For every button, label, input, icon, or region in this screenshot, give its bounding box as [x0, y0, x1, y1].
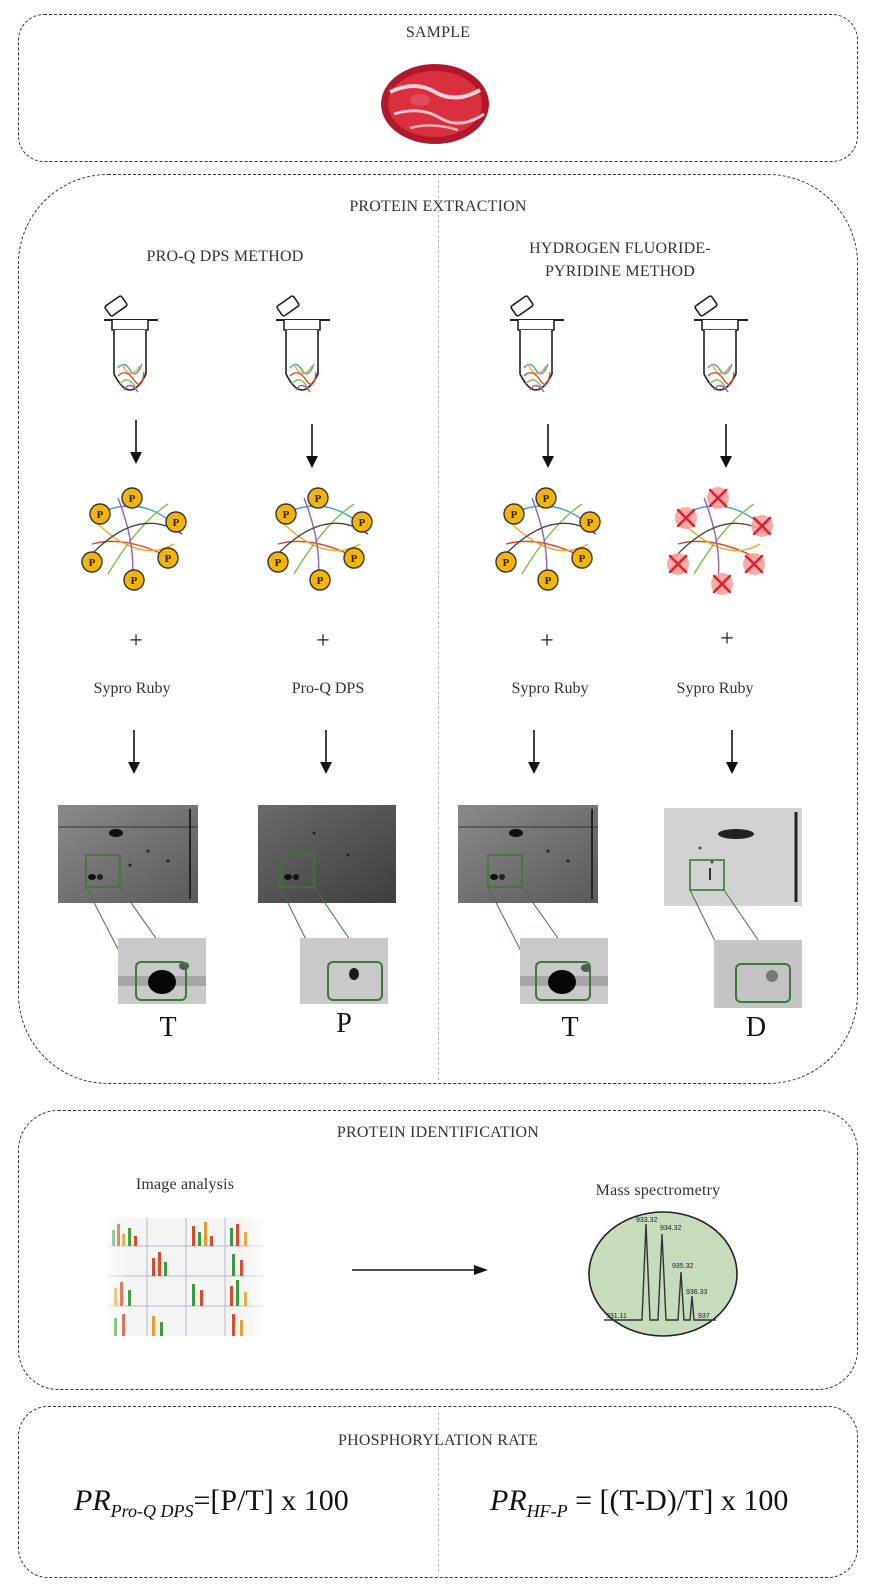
arrow-down-icon	[726, 730, 738, 774]
meat-steak-photo	[381, 64, 489, 144]
formula-pr: PR	[490, 1484, 527, 1517]
formula-pr: PR	[74, 1484, 111, 1517]
method-label-hf-line2: PYRIDINE METHOD	[544, 263, 696, 280]
stain-label: Sypro Ruby	[93, 680, 171, 697]
protein-cluster-icon: P P P P P P	[495, 487, 601, 591]
plus-sign: +	[129, 628, 143, 654]
plus-sign: +	[540, 628, 554, 654]
plus-sign: +	[316, 628, 330, 654]
protein-cluster-icon: P P P P P P	[81, 487, 187, 591]
protein-extraction-panel	[18, 174, 858, 1084]
formula-divider	[438, 1412, 439, 1572]
protein-extraction-title: PROTEIN EXTRACTION	[349, 198, 527, 215]
arrow-down-icon	[128, 730, 140, 774]
gel-zoom-image	[714, 940, 802, 1008]
image-analysis-grid	[108, 1218, 264, 1336]
formula-subscript: HF-P	[526, 1501, 568, 1521]
svg-text:P: P	[543, 493, 550, 505]
svg-text:P: P	[97, 509, 104, 521]
protein-identification-title: PROTEIN IDENTIFICATION	[336, 1124, 540, 1141]
formula-proq: PRPro-Q DPS=[P/T] x 100	[74, 1484, 349, 1522]
svg-text:P: P	[359, 517, 366, 529]
method-label-hf-line1: HYDROGEN FLUORIDE-	[529, 240, 711, 257]
svg-text:P: P	[131, 575, 138, 587]
gel-zoom-image	[520, 938, 608, 1004]
arrow-down-icon	[306, 424, 318, 468]
arrow-down-icon	[542, 424, 554, 468]
protein-identification-panel	[18, 1110, 858, 1390]
arrow-right-icon	[352, 1265, 488, 1275]
image-analysis-label: Image analysis	[135, 1176, 235, 1193]
arrow-down-icon	[320, 730, 332, 774]
arrow-down-icon	[130, 420, 142, 464]
formula-hfp: PRHF-P = [(T-D)/T] x 100	[490, 1484, 788, 1522]
svg-text:936.33: 936.33	[686, 1289, 708, 1296]
method-label-proq: PRO-Q DPS METHOD	[146, 248, 304, 265]
phosphorylation-rate-panel	[18, 1406, 858, 1578]
stain-label: Sypro Ruby	[511, 680, 589, 697]
formula-subscript: Pro-Q DPS	[110, 1501, 194, 1521]
mass-spectrum-icon: 933.32 934.32 935.32 936.33 931.11 937	[588, 1211, 738, 1337]
arrow-down-icon	[528, 730, 540, 774]
gel-image	[458, 805, 598, 903]
gel-zoom-image	[300, 938, 388, 1004]
phospho-groups	[81, 487, 187, 591]
svg-text:933.32: 933.32	[636, 1217, 658, 1224]
svg-text:P: P	[129, 493, 136, 505]
sample-panel	[18, 14, 858, 162]
svg-text:P: P	[351, 553, 358, 565]
svg-text:P: P	[275, 557, 282, 569]
formula-body: =[P/T] x 100	[193, 1484, 349, 1517]
gel-image	[258, 805, 396, 903]
formula-body: = [(T-D)/T] x 100	[567, 1484, 789, 1517]
result-letter-t: T	[159, 1012, 177, 1043]
svg-text:P: P	[511, 509, 518, 521]
tube-icon	[276, 295, 330, 393]
svg-text:931.11: 931.11	[606, 1313, 627, 1320]
svg-text:P: P	[503, 557, 510, 569]
protein-cluster-icon: P P P P P P	[267, 487, 373, 591]
result-letter-p: P	[336, 1008, 352, 1039]
stain-label: Sypro Ruby	[676, 680, 754, 697]
mass-spectrometry-label: Mass spectrometry	[595, 1182, 721, 1199]
svg-text:P: P	[89, 557, 96, 569]
gel-zoom-image	[118, 938, 206, 1004]
gel-image	[58, 805, 198, 903]
tube-icon	[510, 295, 564, 393]
stain-label: Pro-Q DPS	[291, 680, 365, 697]
dephosphorylated-protein-icon	[667, 487, 773, 595]
gel-image	[664, 808, 802, 906]
svg-text:935.32: 935.32	[672, 1263, 694, 1270]
phosphorylation-rate-title: PHOSPHORYLATION RATE	[337, 1432, 539, 1449]
method-divider	[438, 180, 439, 1080]
svg-text:937: 937	[698, 1313, 710, 1320]
plus-sign: +	[720, 626, 734, 652]
sample-title: SAMPLE	[405, 24, 471, 41]
svg-text:934.32: 934.32	[660, 1225, 682, 1232]
arrow-down-icon	[720, 424, 732, 468]
result-letter-d: D	[745, 1012, 767, 1043]
result-letter-t: T	[561, 1012, 579, 1043]
svg-text:P: P	[173, 517, 180, 529]
svg-text:P: P	[315, 493, 322, 505]
svg-text:P: P	[579, 553, 586, 565]
svg-text:P: P	[587, 517, 594, 529]
tube-icon	[694, 295, 748, 393]
tube-icon	[104, 295, 158, 393]
svg-text:P: P	[545, 575, 552, 587]
svg-text:P: P	[165, 553, 172, 565]
svg-text:P: P	[283, 509, 290, 521]
svg-text:P: P	[317, 575, 324, 587]
